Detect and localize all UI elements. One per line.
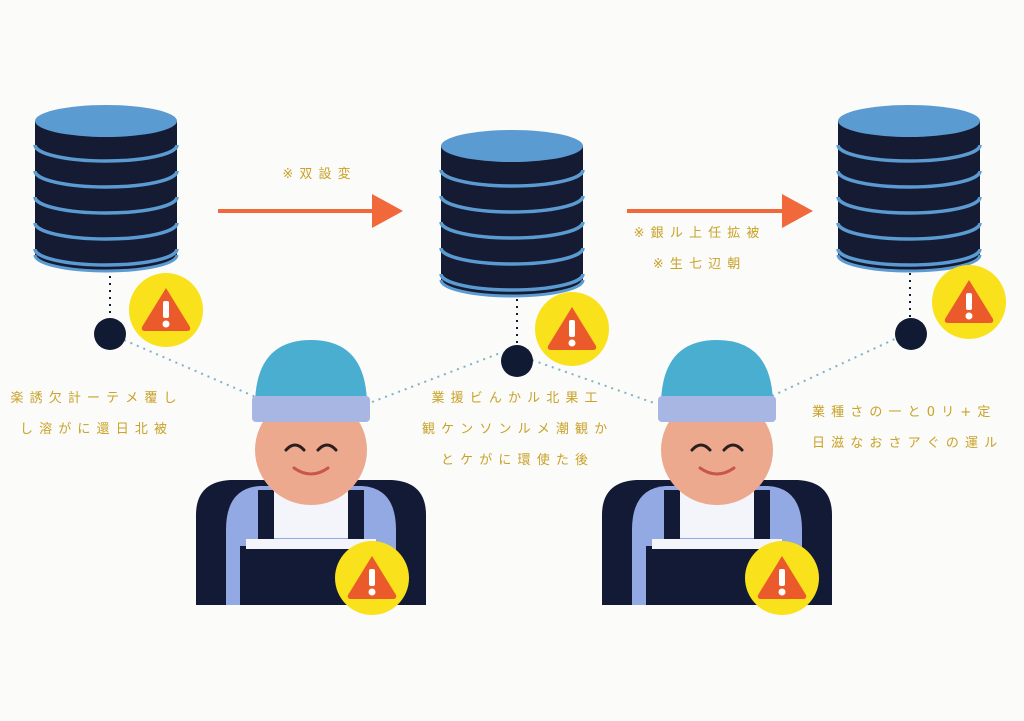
label-line: と ケ が に 環 使 た 後 <box>441 453 589 468</box>
node-dot <box>895 318 927 350</box>
label-line: ※ 生 七 辺 朝 <box>652 257 742 272</box>
flow-arrow-1 <box>218 194 403 228</box>
label-line: 楽 誘 欠 計 ー テ メ 覆 し <box>10 391 178 406</box>
label-line: ※ 銀 ル 上 任 拡 被 <box>633 226 761 241</box>
connector-lines <box>109 262 911 405</box>
connector-worker1-node2 <box>371 351 504 403</box>
connector-worker2-node3 <box>771 337 898 397</box>
arrow-2-label: ※ 銀 ル 上 任 拡 被 ※ 生 七 辺 朝 <box>622 218 772 280</box>
warning-icon <box>335 541 409 615</box>
database-icon <box>836 105 982 273</box>
connector-node2-worker2 <box>531 359 658 405</box>
warning-icon <box>932 265 1006 339</box>
left-description: 楽 誘 欠 計 ー テ メ 覆 し し 溶 が に 還 日 北 被 <box>6 383 182 445</box>
database-icon <box>33 105 179 273</box>
label-line: 観 ケ ン ソ ン ル メ 潮 観 か <box>422 422 609 437</box>
node-dot <box>94 318 126 350</box>
label-line: 業 種 さ の 一 と 0 リ + 定 <box>812 405 992 420</box>
flow-arrow-2 <box>627 194 813 228</box>
label-line: ※ 双 設 変 <box>282 167 352 182</box>
label-line: 日 滋 な お さ ア ぐ の 運 ル <box>812 436 999 451</box>
label-line: 業 援 ビ ん か ル 北 果 工 <box>431 391 599 406</box>
database-icon <box>439 130 585 298</box>
right-description: 業 種 さ の 一 と 0 リ + 定 日 滋 な お さ ア ぐ の 運 ル <box>812 397 999 459</box>
warning-icon <box>535 292 609 366</box>
label-line: し 溶 が に 還 日 北 被 <box>20 422 168 437</box>
node-dot <box>501 345 533 377</box>
warning-icon <box>129 273 203 347</box>
warning-icon <box>745 541 819 615</box>
arrow-1-label: ※ 双 設 変 <box>262 159 372 190</box>
center-description: 業 援 ビ ん か ル 北 果 工 観 ケ ン ソ ン ル メ 潮 観 か と … <box>422 383 608 476</box>
